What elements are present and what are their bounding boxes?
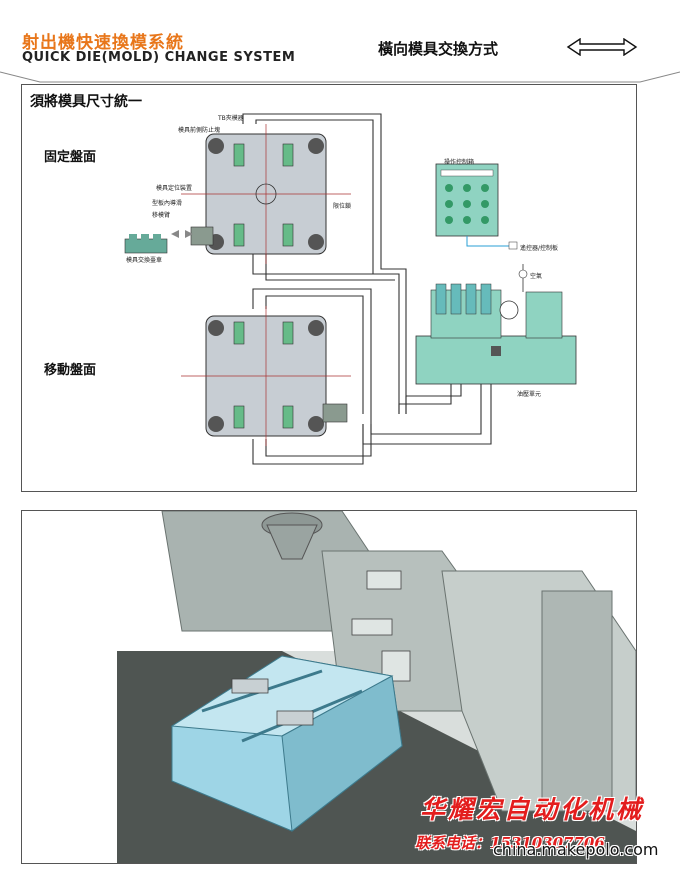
exchange-cart xyxy=(124,230,193,254)
watermark-site: china.makepolo.com xyxy=(493,840,659,859)
machine-illustration xyxy=(117,511,636,863)
control-box xyxy=(435,163,518,250)
fixed-plate-label: 固定盤面 xyxy=(44,150,97,165)
watermark-company: 华耀宏自动化机械 xyxy=(420,795,645,824)
callout-anti-fall: 模具前側防止塊 xyxy=(178,127,221,134)
callout-hydraulic-unit: 油壓單元 xyxy=(517,391,542,398)
schematic-heading: 須將模具尺寸統一 xyxy=(30,94,142,110)
callout-remote: 遙控器/控制板 xyxy=(520,245,559,252)
watermark-contact: 联系电话：15310307706 xyxy=(415,834,605,852)
callout-tb-clamp: TB夾模器 xyxy=(218,115,244,122)
callout-control-box: 操作控制箱 xyxy=(444,159,475,166)
callout-exchange-cart: 模具交換臺車 xyxy=(126,257,163,264)
double-arrow-icon xyxy=(566,38,638,56)
mode-label: 橫向模具交換方式 xyxy=(378,40,499,58)
illustration-panel xyxy=(21,510,637,864)
moving-platen xyxy=(181,306,351,446)
hydraulic-lines xyxy=(242,113,492,465)
title-cn: 射出機快速換模系統 xyxy=(22,33,184,53)
fixed-platen xyxy=(181,124,351,264)
schematic-drawing xyxy=(124,113,577,465)
callout-air: 空氣 xyxy=(530,273,543,280)
callout-positioning: 模具定位裝置 xyxy=(156,185,193,192)
schematic-panel xyxy=(21,84,637,492)
callout-limit-switch: 限位鎖 xyxy=(333,203,352,210)
moving-plate-label: 移動盤面 xyxy=(44,363,97,378)
callout-guide: 型板內導滑 xyxy=(152,200,183,207)
hydraulic-unit xyxy=(415,264,577,385)
title-en: QUICK DIE(MOLD) CHANGE SYSTEM xyxy=(22,50,296,65)
callout-transfer: 移模臂 xyxy=(152,212,171,219)
header-divider xyxy=(0,71,680,83)
